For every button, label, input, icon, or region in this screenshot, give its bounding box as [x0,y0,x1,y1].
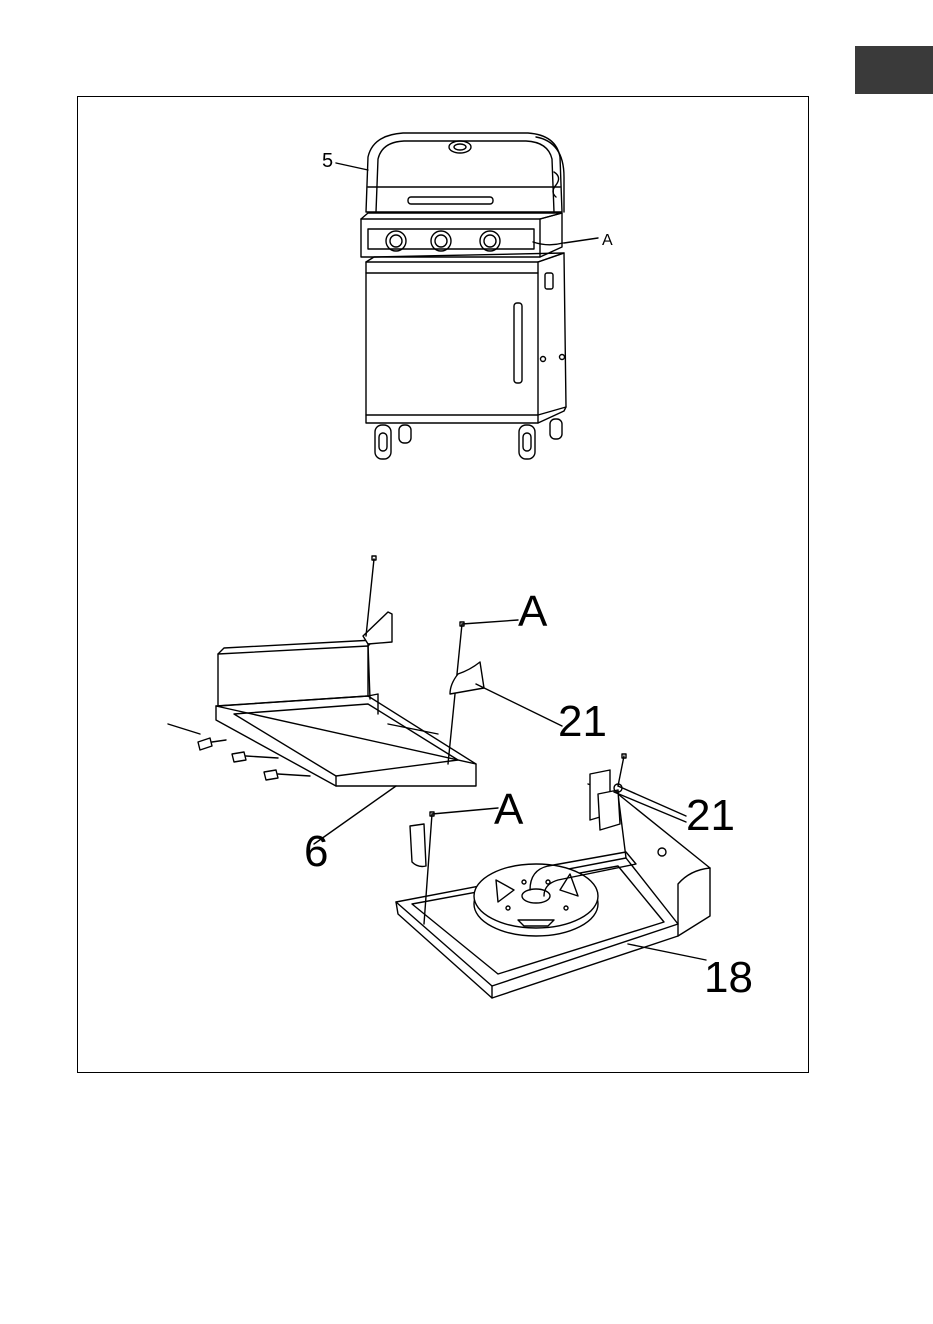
screw-a-upper-and-bracket [448,620,562,764]
side-shelf-6 [168,556,476,786]
language-tab [855,46,933,94]
figure-panel-side-shelf-assembly: A 21 6 A 21 18 [77,524,809,1073]
grill-wheels [375,419,562,459]
callout-screw-a-upper: A [518,587,548,636]
leader-screw-a [564,238,598,243]
callout-part-6: 6 [304,827,328,876]
callout-bracket-21-right: 21 [686,791,735,840]
grill-illustration: 5 A [78,97,808,525]
leader-part-5 [336,163,368,170]
figure-panel-grill-overview: 5 A [77,96,809,526]
grill-control-panel [361,213,563,257]
grill-lid [366,133,564,212]
callout-bracket-21-left: 21 [558,697,607,746]
callout-screw-a: A [602,232,613,249]
callout-part-5: 5 [322,150,333,172]
side-shelf-illustration: A 21 6 A 21 18 [78,524,808,1072]
callout-burner-18: 18 [704,953,753,1002]
callout-screw-a-lower: A [494,785,524,834]
grill-cabinet [366,253,566,423]
